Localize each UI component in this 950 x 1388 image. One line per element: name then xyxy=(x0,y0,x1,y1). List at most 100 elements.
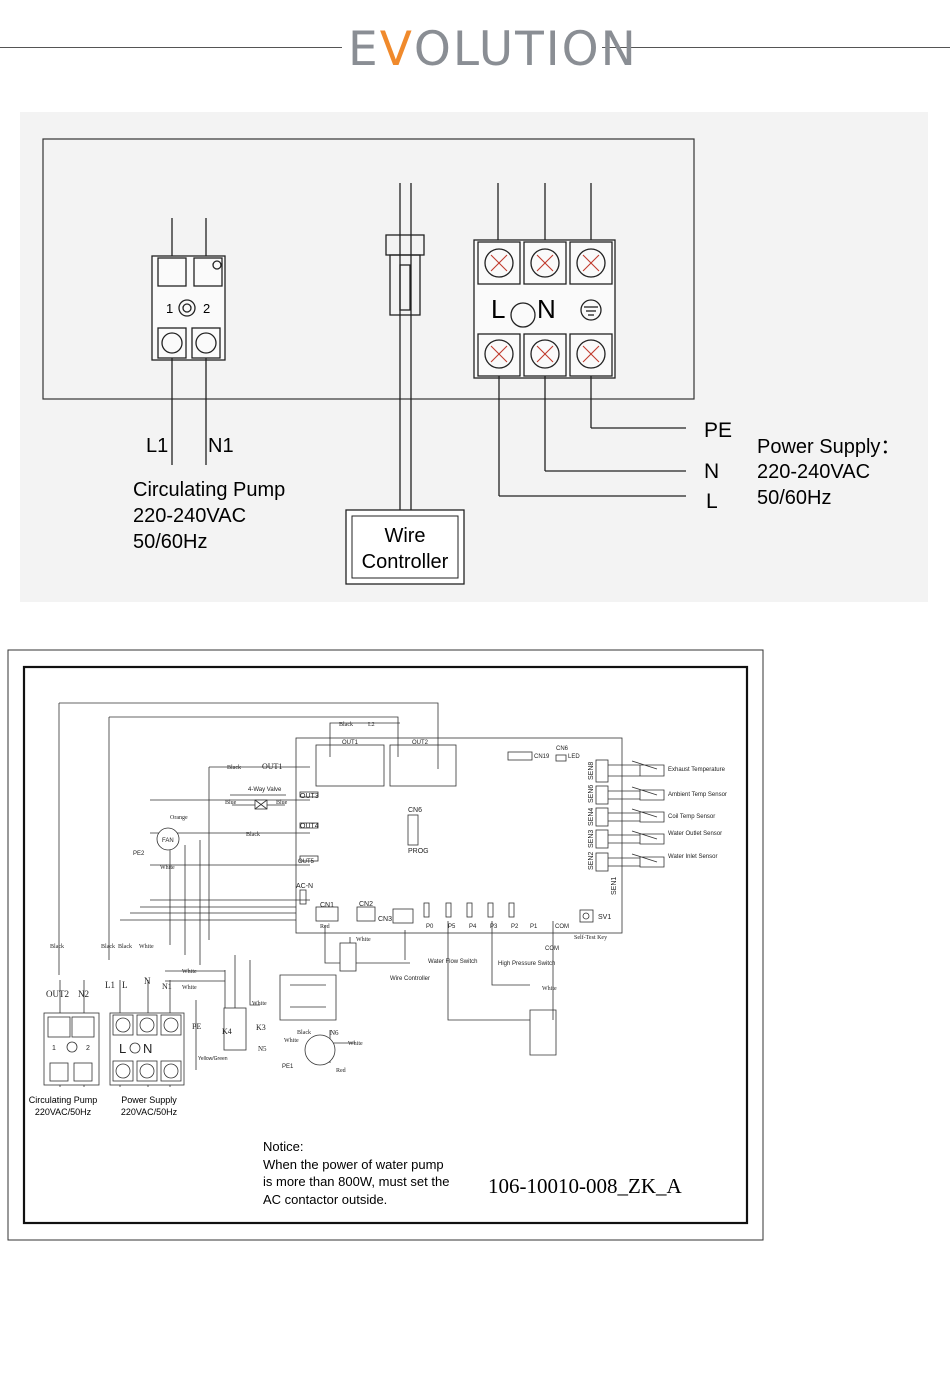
controller-connector xyxy=(385,183,425,510)
label-k4: K4 xyxy=(222,1027,232,1036)
label-sen4: SEN4 xyxy=(588,808,595,826)
compressor xyxy=(304,1034,336,1066)
label-sv1: SV1 xyxy=(598,914,611,921)
pump-terminal-block-small xyxy=(43,1012,100,1086)
header-rule-left xyxy=(0,47,342,48)
label-sen1: SEN1 xyxy=(611,877,618,895)
pump-voltage: 220-240VAC xyxy=(133,505,246,527)
label-led: LED xyxy=(568,754,580,760)
label-n2-term: N2 xyxy=(78,989,89,999)
terminal-n: N xyxy=(537,294,556,324)
label-blue: Blue xyxy=(225,800,237,806)
schematic-outer-frame xyxy=(7,649,764,1241)
logo-suffix: OLUTION xyxy=(413,21,638,77)
label-cn6-led: CN6 xyxy=(556,746,569,752)
label-white-8: White xyxy=(542,986,557,992)
label-sen2: SEN2 xyxy=(588,852,595,870)
notice-line3: AC contactor outside. xyxy=(263,1192,387,1207)
label-yellow-green: Yellow/Green xyxy=(198,1056,228,1062)
label-white-7: White xyxy=(348,1041,363,1047)
caption-supply: Power Supply xyxy=(121,1095,177,1105)
label-pump-t1: 1 xyxy=(52,1045,56,1052)
label-k3: K3 xyxy=(256,1023,266,1032)
label-blue-2: Blue xyxy=(276,800,288,806)
logo-prefix: E xyxy=(348,21,380,77)
pump-label-l1: L1 xyxy=(146,435,168,457)
label-black-l2: Black xyxy=(339,722,353,728)
label-pe1: PE1 xyxy=(282,1064,294,1070)
label-black-5: Black xyxy=(118,944,132,950)
label-p3: P3 xyxy=(490,924,498,930)
wiring-schematic: OUT1 OUT2 OUT1 OUT3 OUT4 OUT5 AC-N CN1 C… xyxy=(7,649,764,1241)
wire-label-n: N xyxy=(704,460,719,483)
connection-diagram: 1 2 L1 N1 Circulating Pump 220-240VAC 50… xyxy=(20,112,928,602)
label-sen6: SEN6 xyxy=(588,785,595,803)
label-sen3: SEN3 xyxy=(588,830,595,848)
wire-controller-box xyxy=(345,509,465,585)
label-cn19: CN19 xyxy=(534,754,550,760)
label-water-outlet: Water Outlet Sensor xyxy=(668,831,722,837)
logo-accent: V xyxy=(379,21,414,77)
label-orange: Orange xyxy=(170,815,188,821)
label-com-2: COM xyxy=(545,946,559,952)
label-four-way: 4-Way Valve xyxy=(248,787,282,793)
schematic-labels: OUT1 OUT2 OUT1 OUT3 OUT4 OUT5 AC-N CN1 C… xyxy=(46,722,727,1074)
wire-label-pe: PE xyxy=(704,419,732,442)
label-black-1: Black xyxy=(227,765,241,771)
notice-line1: When the power of water pump xyxy=(263,1157,444,1172)
label-white-4: White xyxy=(252,1001,267,1007)
label-black-4: Black xyxy=(101,944,115,950)
label-white-2: White xyxy=(182,969,197,975)
supply-title: Power Supply： xyxy=(757,436,900,458)
pump-terminal-1: 1 xyxy=(166,301,173,316)
label-pe: PE xyxy=(192,1022,201,1031)
label-n5: N5 xyxy=(258,1045,267,1053)
notice-line2: is more than 800W, must set the xyxy=(263,1174,449,1189)
label-black-6: Black xyxy=(297,1030,311,1036)
label-cn6-prog: CN6 xyxy=(408,807,422,814)
schematic-inner-frame xyxy=(22,665,749,1225)
terminal-l: L xyxy=(491,294,505,324)
label-out1: OUT1 xyxy=(342,740,359,746)
label-high-pressure: High Pressure Switch xyxy=(498,961,555,967)
label-p2: P2 xyxy=(511,924,519,930)
fan-motor xyxy=(156,827,180,851)
label-p5: P5 xyxy=(448,924,456,930)
label-l-term: L xyxy=(122,980,128,990)
label-water-flow: Water Flow Switch xyxy=(428,959,477,965)
label-l1-term: L1 xyxy=(105,980,115,990)
label-black-2: Black xyxy=(246,832,260,838)
four-way-valve xyxy=(254,799,268,810)
label-out2: OUT2 xyxy=(412,740,429,746)
label-self-test: Self-Test Key xyxy=(574,934,607,941)
label-p4: P4 xyxy=(469,924,477,930)
pump-title: Circulating Pump xyxy=(133,479,285,501)
label-white-1: White xyxy=(139,944,154,950)
label-white-5: White xyxy=(356,937,371,943)
label-black-3: Black xyxy=(50,944,64,950)
label-n-term: N xyxy=(144,976,151,986)
pump-terminal-2: 2 xyxy=(203,301,210,316)
label-out1-cap: OUT1 xyxy=(262,762,282,771)
label-water-inlet: Water Inlet Sensor xyxy=(668,854,717,860)
main-control-board xyxy=(295,737,623,934)
label-supply-n: N xyxy=(143,1041,152,1056)
label-pump-t2: 2 xyxy=(86,1045,90,1052)
label-white-fan: White xyxy=(160,865,175,871)
caption-pump-voltage: 220VAC/50Hz xyxy=(35,1107,92,1117)
label-sen8: SEN8 xyxy=(588,762,595,780)
label-cn2: CN2 xyxy=(359,901,373,908)
label-pe2: PE2 xyxy=(133,851,145,857)
screw-marks xyxy=(490,254,600,363)
label-out2-term: OUT2 xyxy=(46,989,69,999)
relay-block xyxy=(223,942,357,1051)
label-com: COM xyxy=(555,924,569,930)
label-n6: N6 xyxy=(330,1029,339,1037)
pump-label-n1: N1 xyxy=(208,435,234,457)
label-n1: N1 xyxy=(162,982,172,991)
caption-supply-voltage: 220VAC/50Hz xyxy=(121,1107,178,1117)
label-out3: OUT3 xyxy=(300,793,319,800)
label-wire-ctrl: Wire Controller xyxy=(390,976,430,982)
pump-frequency: 50/60Hz xyxy=(133,531,208,553)
